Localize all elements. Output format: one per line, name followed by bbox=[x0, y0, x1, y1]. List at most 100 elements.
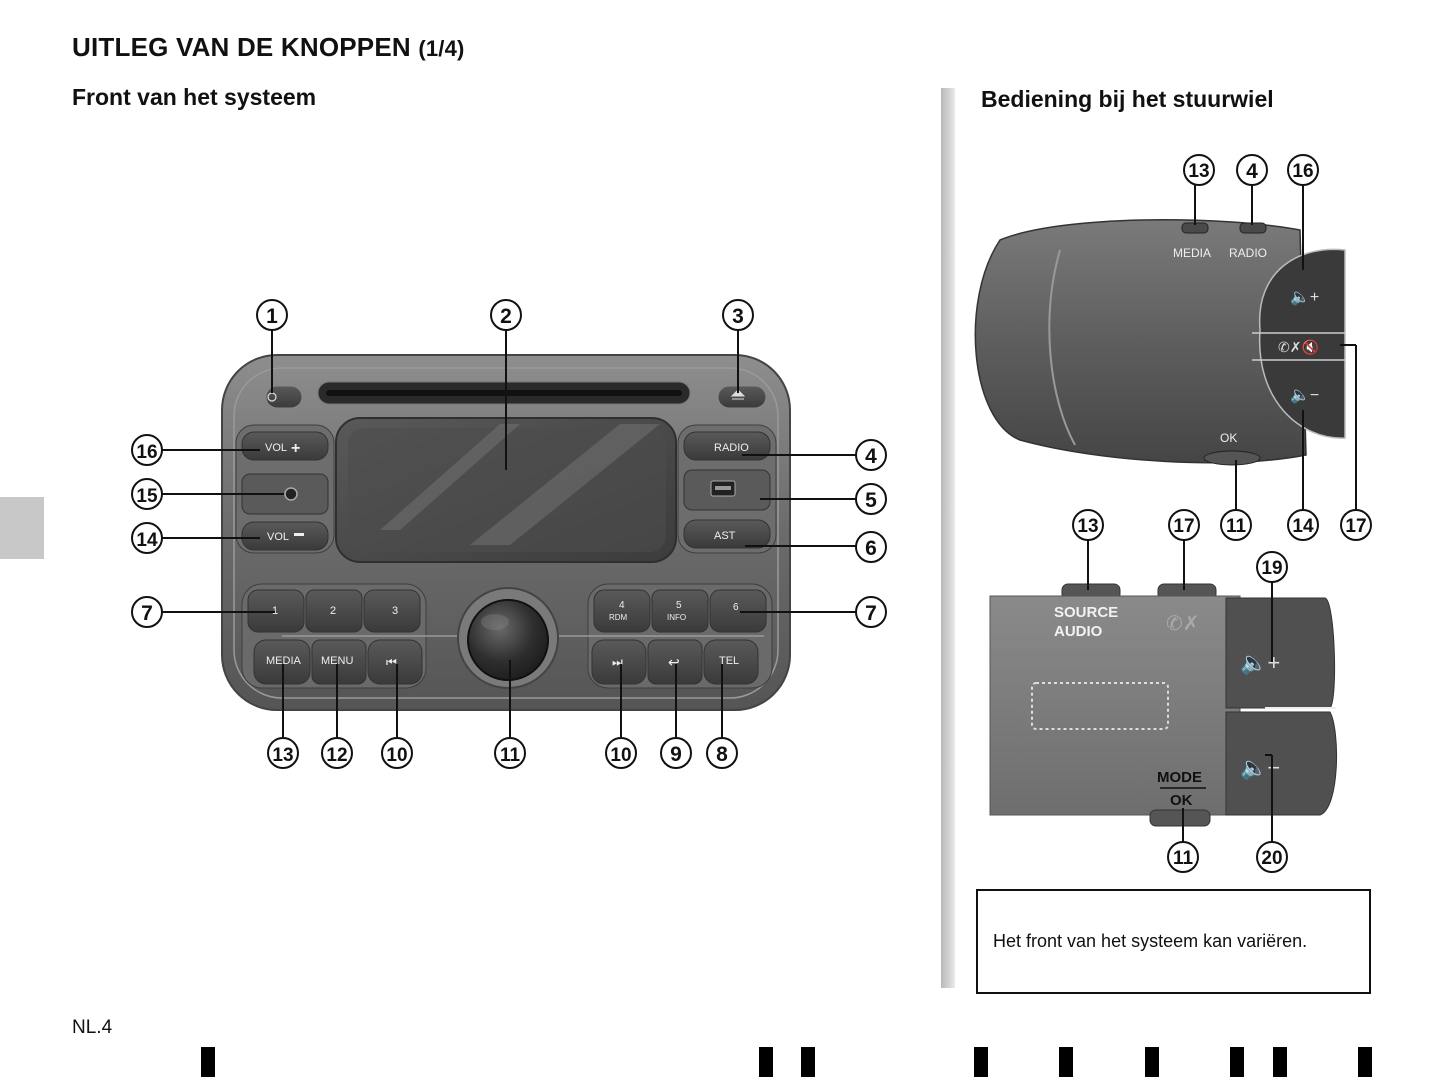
column-divider bbox=[941, 88, 955, 988]
callout-10-left: 10 bbox=[381, 737, 413, 769]
print-mark bbox=[1059, 1047, 1073, 1077]
power-button bbox=[265, 385, 303, 409]
eject-button bbox=[717, 385, 767, 409]
svg-text:17: 17 bbox=[1345, 516, 1366, 537]
radio-button-label: RADIO bbox=[714, 442, 749, 454]
vol-minus-label: VOL bbox=[267, 531, 289, 543]
vol-plus-button bbox=[241, 431, 329, 461]
preset-4-sublabel: RDM bbox=[609, 613, 628, 622]
svg-text:⏮: ⏮ bbox=[386, 655, 397, 669]
svg-text:🔈−: 🔈− bbox=[1290, 387, 1319, 404]
callout-13: 13 bbox=[267, 737, 299, 769]
svg-text:4: 4 bbox=[1246, 160, 1258, 183]
prev-track-button bbox=[367, 639, 423, 685]
callout-15: 15 bbox=[131, 478, 163, 510]
callout-17-stalk2: 17 bbox=[1168, 509, 1200, 541]
preset-3-button bbox=[363, 589, 421, 633]
callout-7-right: 7 bbox=[855, 596, 887, 628]
vol-plus-label: VOL bbox=[265, 442, 287, 454]
note-text: Het front van het systeem kan variëren. bbox=[993, 931, 1308, 951]
print-mark bbox=[1145, 1047, 1159, 1077]
svg-text:8: 8 bbox=[716, 743, 728, 766]
radio-front-diagram: VOL + VOL RADIO AST 1 2 3 MEDIA MENU ⏮ 4… bbox=[131, 299, 887, 769]
svg-text:🔈+: 🔈+ bbox=[1240, 650, 1280, 676]
preset-4-label: 4 bbox=[619, 600, 625, 611]
print-mark bbox=[201, 1047, 215, 1077]
stalk2-volume-down bbox=[1225, 711, 1337, 816]
stalk2-ok-label: OK bbox=[1170, 792, 1193, 809]
callout-19: 19 bbox=[1256, 551, 1288, 583]
stalk2-source-label: SOURCE bbox=[1054, 604, 1118, 621]
rotary-knob bbox=[467, 599, 549, 681]
callout-16: 16 bbox=[131, 434, 163, 466]
svg-text:✆✗: ✆✗ bbox=[1166, 613, 1200, 635]
svg-text:5: 5 bbox=[865, 489, 877, 512]
vol-minus-button bbox=[241, 521, 329, 551]
callout-16-stalk: 16 bbox=[1287, 154, 1319, 186]
print-mark bbox=[1358, 1047, 1372, 1077]
preset-6-label: 6 bbox=[733, 602, 739, 613]
svg-text:14: 14 bbox=[1292, 516, 1314, 537]
front-heading: Front van het systeem bbox=[72, 84, 317, 110]
callout-17-stalk: 17 bbox=[1340, 509, 1372, 541]
callout-1: 1 bbox=[256, 299, 288, 331]
svg-text:4: 4 bbox=[865, 445, 877, 468]
side-tab bbox=[0, 497, 44, 559]
svg-text:⏭: ⏭ bbox=[612, 655, 623, 669]
tel-button bbox=[703, 639, 759, 685]
callout-14: 14 bbox=[131, 522, 163, 554]
svg-text:16: 16 bbox=[136, 442, 157, 463]
preset-3-label: 3 bbox=[392, 605, 398, 617]
menu-button-label: MENU bbox=[321, 655, 353, 667]
print-mark bbox=[759, 1047, 773, 1077]
preset-1-label: 1 bbox=[272, 605, 278, 617]
svg-text:19: 19 bbox=[1261, 558, 1282, 579]
callout-2: 2 bbox=[490, 299, 522, 331]
steering-controls-diagram: MEDIA RADIO 🔈+ ✆✗🔇 🔈− OK SOURCE AUDIO ✆✗… bbox=[974, 154, 1372, 873]
callout-11-stalk: 11 bbox=[1220, 509, 1252, 541]
svg-text:7: 7 bbox=[141, 602, 153, 625]
callout-5: 5 bbox=[855, 483, 887, 515]
page-number: NL.4 bbox=[72, 1017, 113, 1038]
svg-text:6: 6 bbox=[865, 537, 877, 560]
stalk-radio-label: RADIO bbox=[1229, 246, 1267, 260]
svg-text:🔈−: 🔈− bbox=[1240, 755, 1280, 781]
svg-text:14: 14 bbox=[136, 530, 158, 551]
callout-14-stalk: 14 bbox=[1287, 509, 1319, 541]
radio-button bbox=[683, 431, 771, 461]
svg-text:2: 2 bbox=[500, 305, 512, 328]
stalk-lower bbox=[989, 595, 1241, 816]
callout-3: 3 bbox=[722, 299, 754, 331]
stalk2-audio-label: AUDIO bbox=[1054, 623, 1103, 640]
callout-7-left: 7 bbox=[131, 596, 163, 628]
tel-button-label: TEL bbox=[719, 655, 739, 667]
svg-text:9: 9 bbox=[670, 743, 682, 766]
callout-10-right: 10 bbox=[605, 737, 637, 769]
svg-text:16: 16 bbox=[1292, 161, 1313, 182]
media-button-label: MEDIA bbox=[266, 655, 302, 667]
preset-4-button bbox=[593, 589, 651, 633]
svg-text:12: 12 bbox=[326, 745, 347, 766]
stalk-media-label: MEDIA bbox=[1173, 246, 1211, 260]
callout-4-stalk: 4 bbox=[1236, 154, 1268, 186]
svg-text:17: 17 bbox=[1173, 516, 1194, 537]
note-box: Het front van het systeem kan variëren. bbox=[976, 889, 1371, 994]
svg-text:11: 11 bbox=[500, 745, 521, 766]
preset-5-button bbox=[651, 589, 709, 633]
callout-9: 9 bbox=[660, 737, 692, 769]
svg-text:13: 13 bbox=[1077, 516, 1098, 537]
svg-text:10: 10 bbox=[610, 745, 631, 766]
stalk-volume-rocker bbox=[1258, 248, 1346, 439]
svg-text:11: 11 bbox=[1173, 848, 1194, 869]
svg-text:1: 1 bbox=[266, 305, 278, 328]
callout-11-stalk2: 11 bbox=[1167, 841, 1199, 873]
callout-4: 4 bbox=[855, 439, 887, 471]
callout-6: 6 bbox=[855, 531, 887, 563]
callout-13-stalk: 13 bbox=[1183, 154, 1215, 186]
svg-text:+: + bbox=[291, 440, 300, 457]
svg-text:15: 15 bbox=[136, 486, 158, 507]
callout-20: 20 bbox=[1256, 841, 1288, 873]
svg-text:13: 13 bbox=[1188, 161, 1209, 182]
steering-heading: Bediening bij het stuurwiel bbox=[981, 86, 1274, 112]
callout-11: 11 bbox=[494, 737, 526, 769]
